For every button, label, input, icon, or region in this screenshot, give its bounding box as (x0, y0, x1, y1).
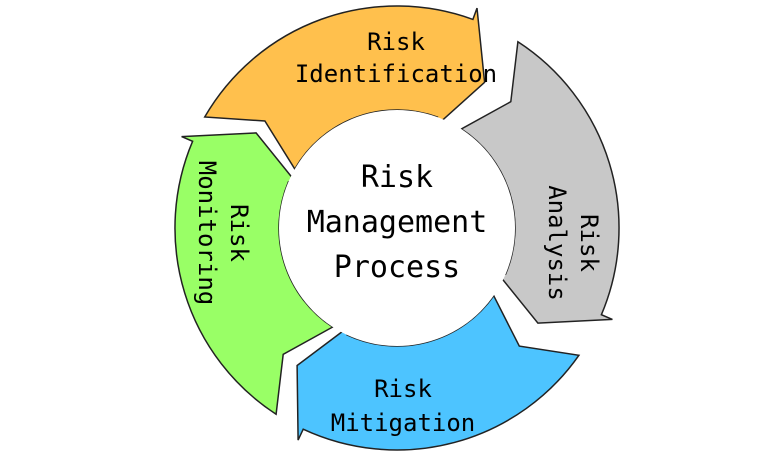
label-mitigation: Risk Mitigation (331, 375, 476, 437)
mitigation-line-1: Risk (374, 375, 432, 403)
center-line-3: Process (334, 250, 460, 285)
monitoring-line-2: Monitoring (193, 161, 221, 306)
analysis-line-1: Risk (575, 214, 603, 272)
arrow-segment-analysis (459, 40, 620, 324)
mitigation-line-2: Mitigation (331, 409, 476, 437)
arrow-segment-mitigation (296, 294, 581, 451)
identification-line-1: Risk (367, 28, 425, 56)
label-analysis: Risk Analysis (543, 185, 603, 301)
analysis-line-2: Analysis (543, 185, 571, 301)
arrow-segment-identification (203, 5, 486, 171)
identification-line-2: Identification (295, 60, 497, 88)
label-identification: Risk Identification (295, 28, 497, 88)
monitoring-line-1: Risk (225, 204, 253, 262)
arrow-segment-monitoring (174, 132, 335, 416)
center-label: Risk Management Process (307, 160, 488, 285)
center-line-2: Management (307, 205, 488, 240)
center-line-1: Risk (361, 160, 433, 195)
label-monitoring: Risk Monitoring (193, 161, 253, 306)
center-circle (279, 110, 515, 346)
